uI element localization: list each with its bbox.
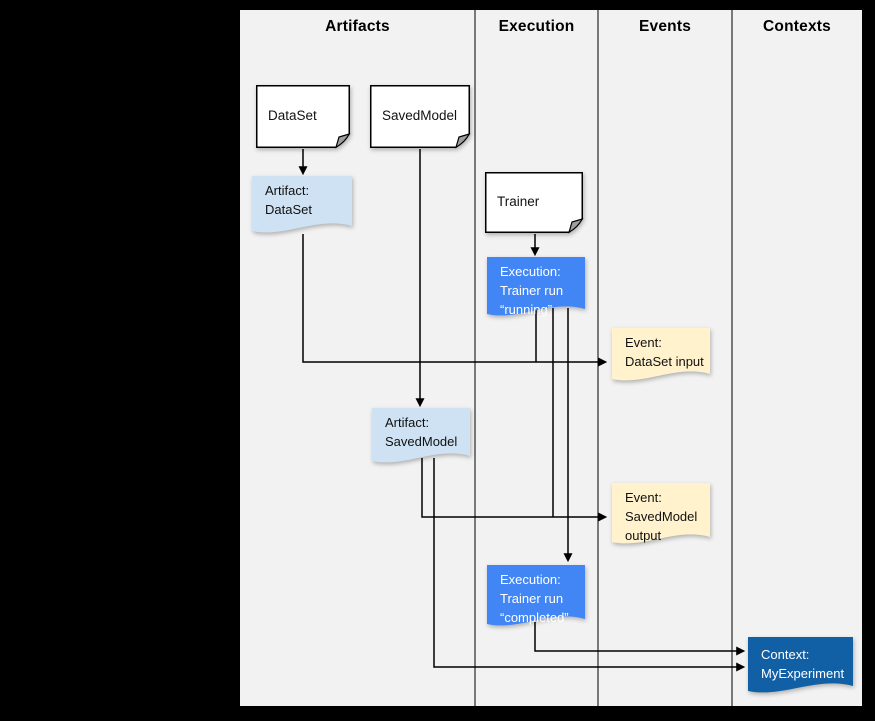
document-shape xyxy=(372,408,470,463)
node-artifact-dataset: Artifact: DataSet xyxy=(252,176,352,238)
node-execution-running-label: Execution: Trainer run “running” xyxy=(500,264,564,317)
document-shape xyxy=(612,328,710,381)
node-artifact-savedmodel-label: Artifact: SavedModel xyxy=(385,415,458,449)
node-event-savedmodel-output-label: Event: SavedModel output xyxy=(625,490,698,543)
node-event-savedmodel-output: Event: SavedModel output xyxy=(612,483,710,549)
node-savedmodel: SavedModel xyxy=(370,85,471,149)
document-shape xyxy=(252,176,352,233)
document-shape xyxy=(487,565,585,626)
folded-corner-icon xyxy=(455,133,471,149)
node-artifact-savedmodel: Artifact: SavedModel xyxy=(372,408,470,468)
node-execution-completed: Execution: Trainer run “completed” xyxy=(487,565,585,631)
document-shape xyxy=(748,637,853,693)
column-header-events: Events xyxy=(638,18,692,35)
column-header-contexts: Contexts xyxy=(763,18,831,35)
node-context-myexperiment-label: Context: MyExperiment xyxy=(761,647,845,681)
sheet-shape xyxy=(485,172,584,234)
node-dataset-label: DataSet xyxy=(268,108,317,123)
column-header-execution: Execution xyxy=(498,18,575,35)
node-trainer-label: Trainer xyxy=(497,194,540,209)
node-event-dataset-input-label: Event: DataSet input xyxy=(625,335,704,369)
document-shape xyxy=(612,483,710,544)
node-execution-running: Execution: Trainer run “running” xyxy=(487,257,585,321)
node-savedmodel-label: SavedModel xyxy=(382,108,458,123)
node-dataset: DataSet xyxy=(256,85,351,149)
document-shape xyxy=(487,257,585,316)
node-trainer: Trainer xyxy=(485,172,584,234)
column-header-artifacts: Artifacts xyxy=(325,18,390,35)
node-artifact-dataset-label: Artifact: DataSet xyxy=(265,183,312,217)
folded-corner-icon xyxy=(568,218,584,234)
node-execution-completed-label: Execution: Trainer run “completed” xyxy=(500,572,569,625)
node-event-dataset-input: Event: DataSet input xyxy=(612,328,710,386)
node-context-myexperiment: Context: MyExperiment xyxy=(748,637,853,698)
folded-corner-icon xyxy=(335,133,351,149)
sheet-shape xyxy=(256,85,351,149)
sheet-shape xyxy=(370,85,471,149)
